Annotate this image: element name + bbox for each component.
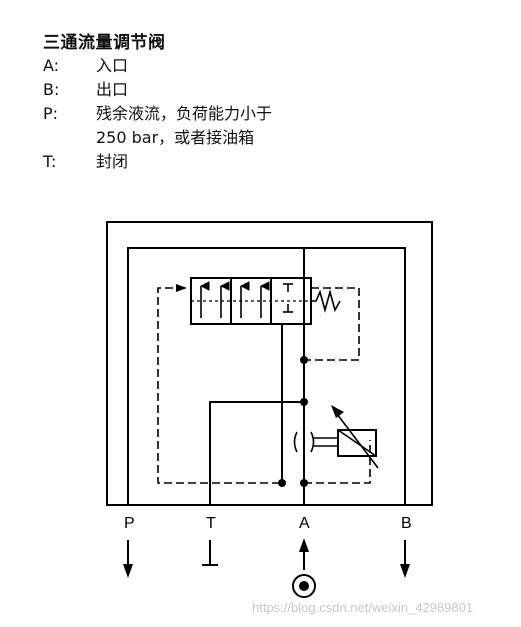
- legend-value: 出口: [96, 80, 129, 99]
- legend-value: 封闭: [96, 152, 129, 171]
- bypass-line: [127, 247, 406, 505]
- spring-symbol: [311, 289, 341, 313]
- legend-value: 残余液流，负荷能力小于: [96, 104, 273, 123]
- valve-enclosure: [106, 221, 433, 506]
- legend-value: 入口: [96, 56, 129, 75]
- junction-dot: [300, 479, 308, 487]
- junction-dot: [300, 356, 308, 364]
- inflow-arrow-a-icon: [299, 538, 309, 570]
- pilot-line-left: [157, 287, 282, 484]
- legend-key: A:: [43, 56, 60, 75]
- outflow-arrow-b-icon: [400, 540, 410, 578]
- pump-icon: [292, 574, 316, 598]
- legend-value: 250 bar，或者接油箱: [96, 128, 255, 147]
- diagram-title: 三通流量调节阀: [43, 33, 166, 53]
- legend-key: P:: [43, 104, 59, 123]
- port-label-p: P: [124, 515, 135, 532]
- legend-key: T:: [43, 152, 57, 171]
- legend-key: B:: [43, 80, 60, 99]
- spool-valve: [190, 277, 312, 325]
- port-label-b: B: [401, 515, 412, 532]
- outflow-arrow-p-icon: [123, 540, 133, 578]
- junction-dot: [300, 398, 308, 406]
- port-label-a: A: [299, 515, 310, 532]
- tank-line-t: [209, 401, 304, 505]
- port-label-t: T: [206, 515, 216, 532]
- plugged-port-t-icon: [202, 540, 218, 566]
- adjustable-throttle: [293, 405, 379, 469]
- pilot-arrow: [176, 284, 187, 292]
- junction-dot: [278, 479, 286, 487]
- pilot-line-throttle: [304, 440, 371, 484]
- pilot-line-right: [304, 287, 360, 361]
- watermark: https://blog.csdn.net/weixin_42989801: [252, 600, 473, 615]
